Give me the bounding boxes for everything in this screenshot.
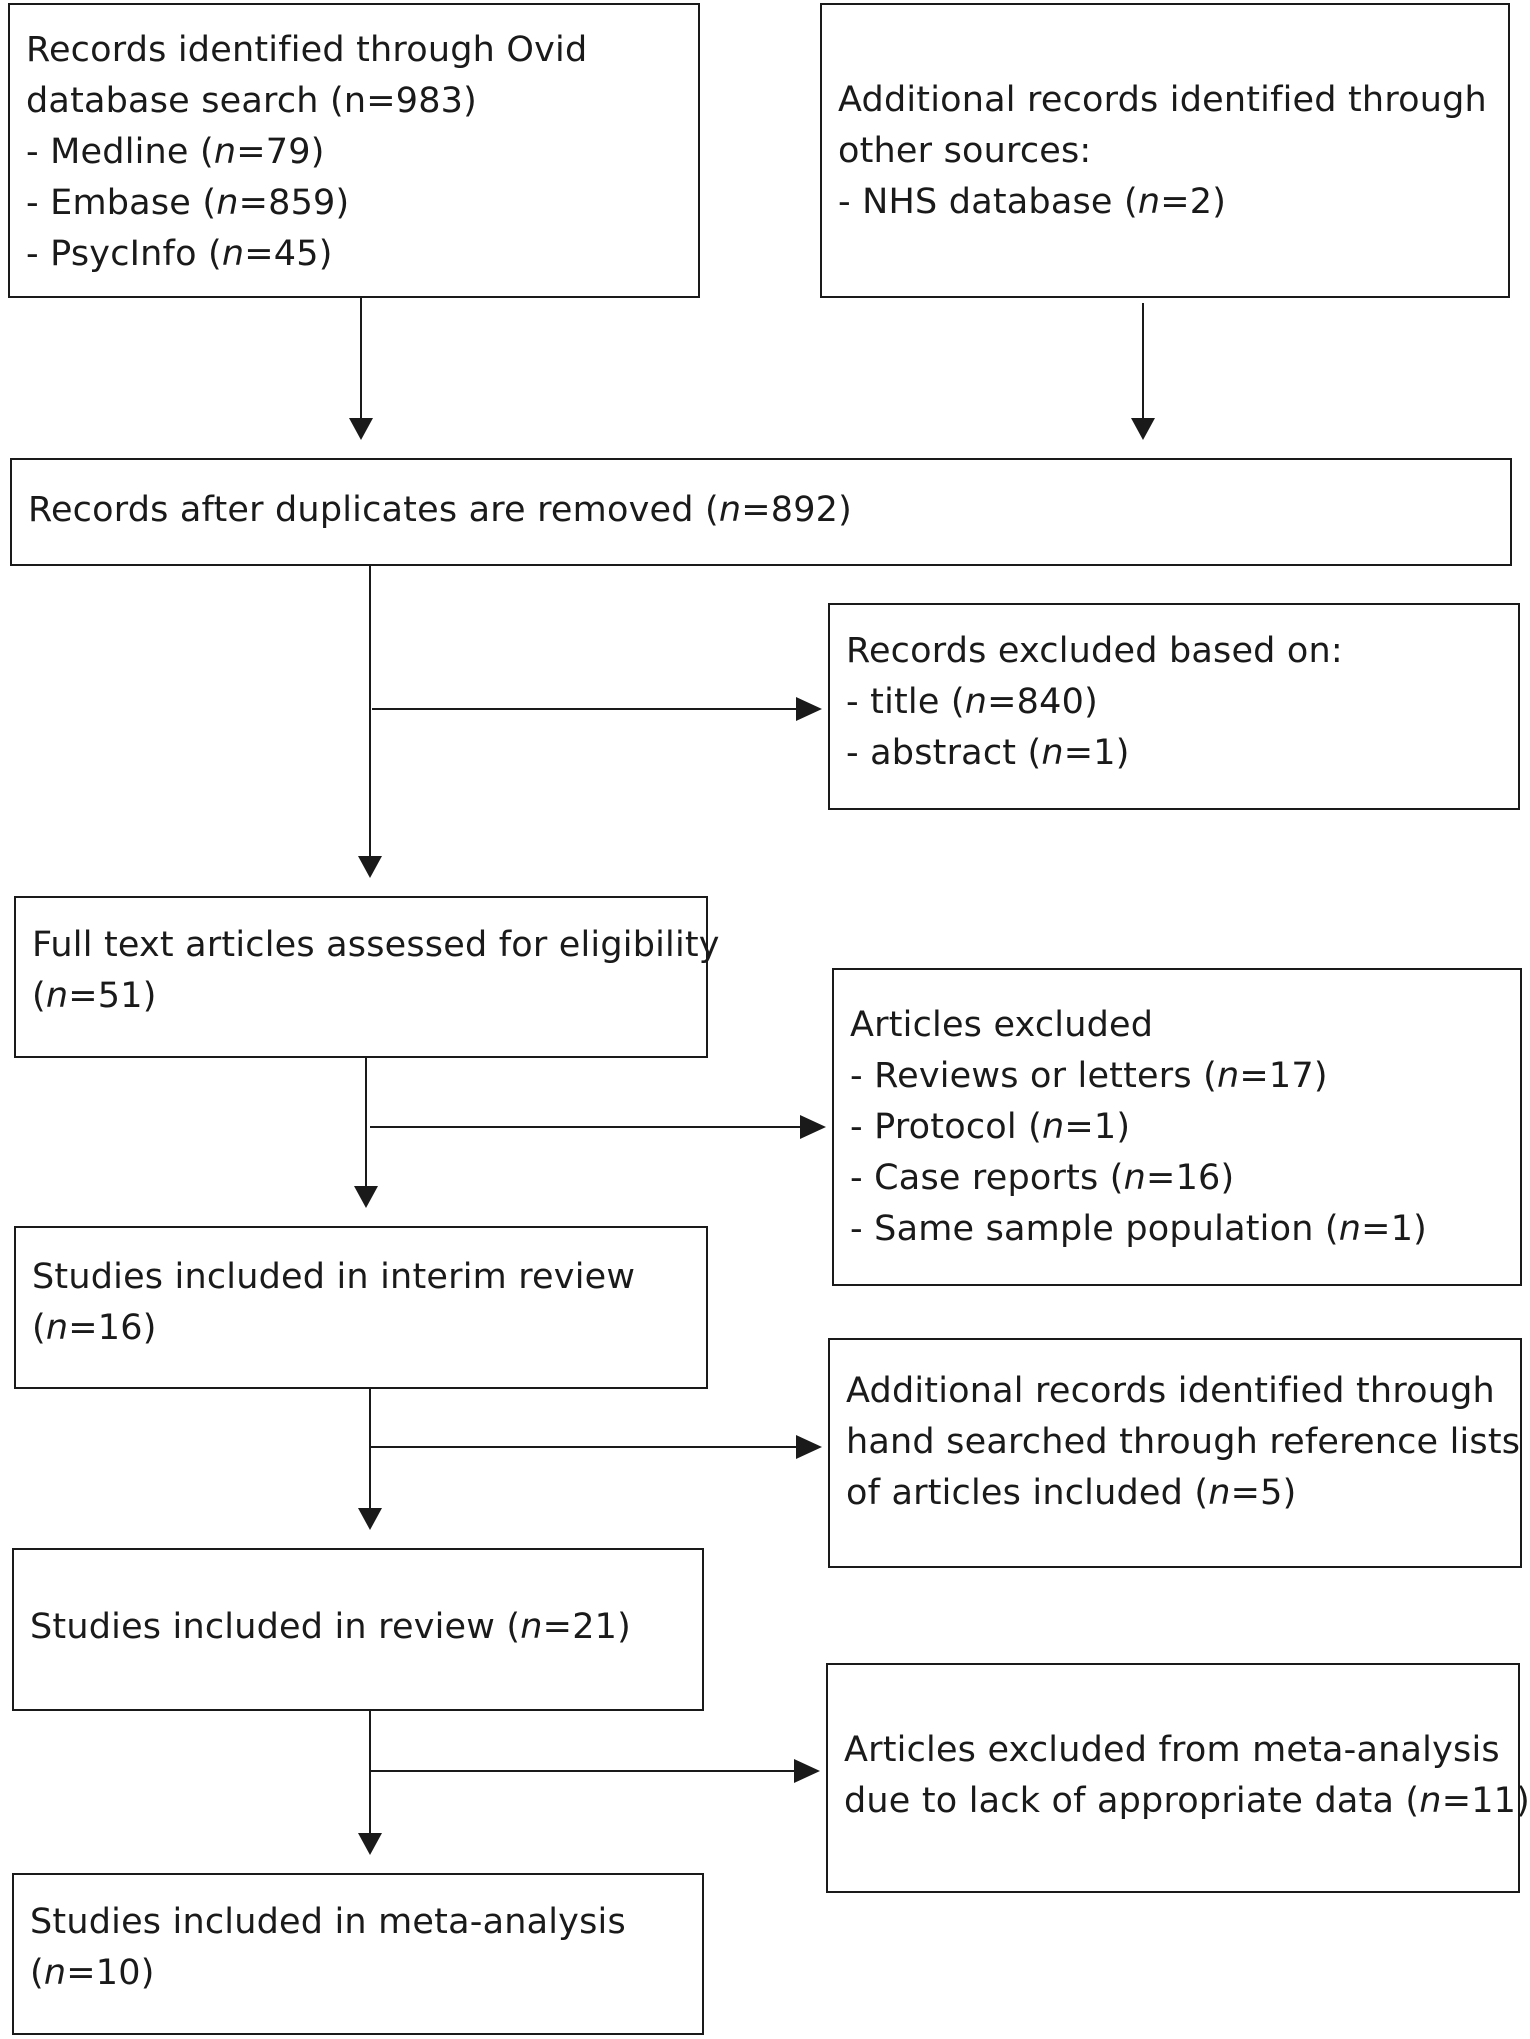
meta-excluded-box: Articles excluded from meta-analysis due… (826, 1663, 1530, 1893)
psycinfo-item: - PsycInfo (n=45) (26, 234, 333, 274)
hand-searched-line-3: of articles included (n=5) (846, 1473, 1297, 1513)
full-text-box: Full text articles assessed for eligibil… (14, 896, 720, 1058)
ovid-search-line-2: database search (n=983) (26, 81, 478, 121)
full-text-count: (n=51) (32, 976, 157, 1016)
other-sources-line-1: Additional records identified through (838, 80, 1487, 120)
arrowhead-down (358, 1833, 382, 1855)
ovid-search-line-1: Records identified through Ovid (26, 30, 588, 70)
arrowhead-down (349, 418, 373, 440)
embase-item: - Embase (n=859) (26, 183, 350, 223)
arrowhead-right (796, 1435, 822, 1459)
medline-item: - Medline (n=79) (26, 132, 325, 172)
arrowhead-down (354, 1186, 378, 1208)
arrowhead-right (800, 1115, 826, 1139)
other-sources-box: Additional records identified through ot… (820, 3, 1510, 298)
hand-searched-line-2: hand searched through reference lists (846, 1422, 1521, 1462)
meta-analysis-count: (n=10) (30, 1953, 155, 1993)
other-sources-line-2: other sources: (838, 131, 1092, 171)
hand-searched-box: Additional records identified through ha… (828, 1338, 1522, 1568)
review-text: Studies included in review (n=21) (30, 1607, 631, 1647)
articles-excluded-heading: Articles excluded (850, 1005, 1154, 1045)
excluded-title-abstract-box: Records excluded based on: - title (n=84… (828, 603, 1520, 810)
duplicates-removed-box: Records after duplicates are removed (n=… (10, 458, 1512, 566)
arrowhead-down (1131, 418, 1155, 440)
arrowhead-down (358, 856, 382, 878)
arrowhead-right (796, 697, 822, 721)
meta-excluded-line-1: Articles excluded from meta-analysis (844, 1730, 1500, 1770)
meta-analysis-line-1: Studies included in meta-analysis (30, 1902, 626, 1942)
meta-analysis-box: Studies included in meta-analysis (n=10) (12, 1873, 704, 2035)
excluded-heading: Records excluded based on: (846, 631, 1343, 671)
case-reports-item: - Case reports (n=16) (850, 1158, 1235, 1198)
same-sample-item: - Same sample population (n=1) (850, 1209, 1428, 1249)
interim-review-line-1: Studies included in interim review (32, 1257, 636, 1297)
excluded-title-item: - title (n=840) (846, 682, 1098, 722)
arrowhead-right (794, 1759, 820, 1783)
nhs-database-item: - NHS database (n=2) (838, 182, 1227, 222)
articles-excluded-box: Articles excluded - Reviews or letters (… (832, 968, 1522, 1286)
protocol-item: - Protocol (n=1) (850, 1107, 1131, 1147)
arrowhead-down (358, 1508, 382, 1530)
excluded-abstract-item: - abstract (n=1) (846, 733, 1130, 773)
duplicates-removed-text: Records after duplicates are removed (n=… (28, 490, 853, 530)
hand-searched-line-1: Additional records identified through (846, 1371, 1495, 1411)
meta-excluded-line-2: due to lack of appropriate data (n=11) (844, 1781, 1530, 1821)
interim-review-count: (n=16) (32, 1308, 157, 1348)
ovid-search-box: Records identified through Ovid database… (8, 3, 700, 298)
reviews-letters-item: - Reviews or letters (n=17) (850, 1056, 1328, 1096)
full-text-line-1: Full text articles assessed for eligibil… (32, 925, 720, 965)
review-box: Studies included in review (n=21) (12, 1548, 704, 1711)
interim-review-box: Studies included in interim review (n=16… (14, 1226, 708, 1389)
